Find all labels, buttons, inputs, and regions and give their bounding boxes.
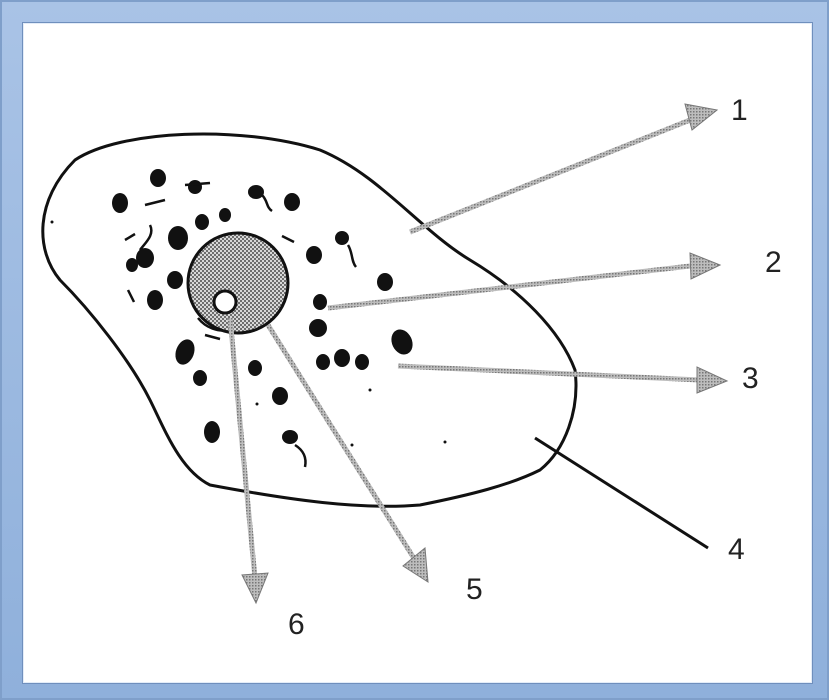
label-3: 3 [742, 362, 759, 396]
label-6: 6 [288, 608, 305, 642]
nucleus [188, 233, 288, 333]
label-1: 1 [731, 94, 748, 128]
cell-membrane [43, 134, 576, 506]
label-2: 2 [765, 246, 782, 280]
nucleolus [214, 291, 236, 313]
label-5: 5 [466, 573, 483, 607]
label-4: 4 [728, 533, 745, 567]
leader-line-4 [535, 438, 708, 548]
